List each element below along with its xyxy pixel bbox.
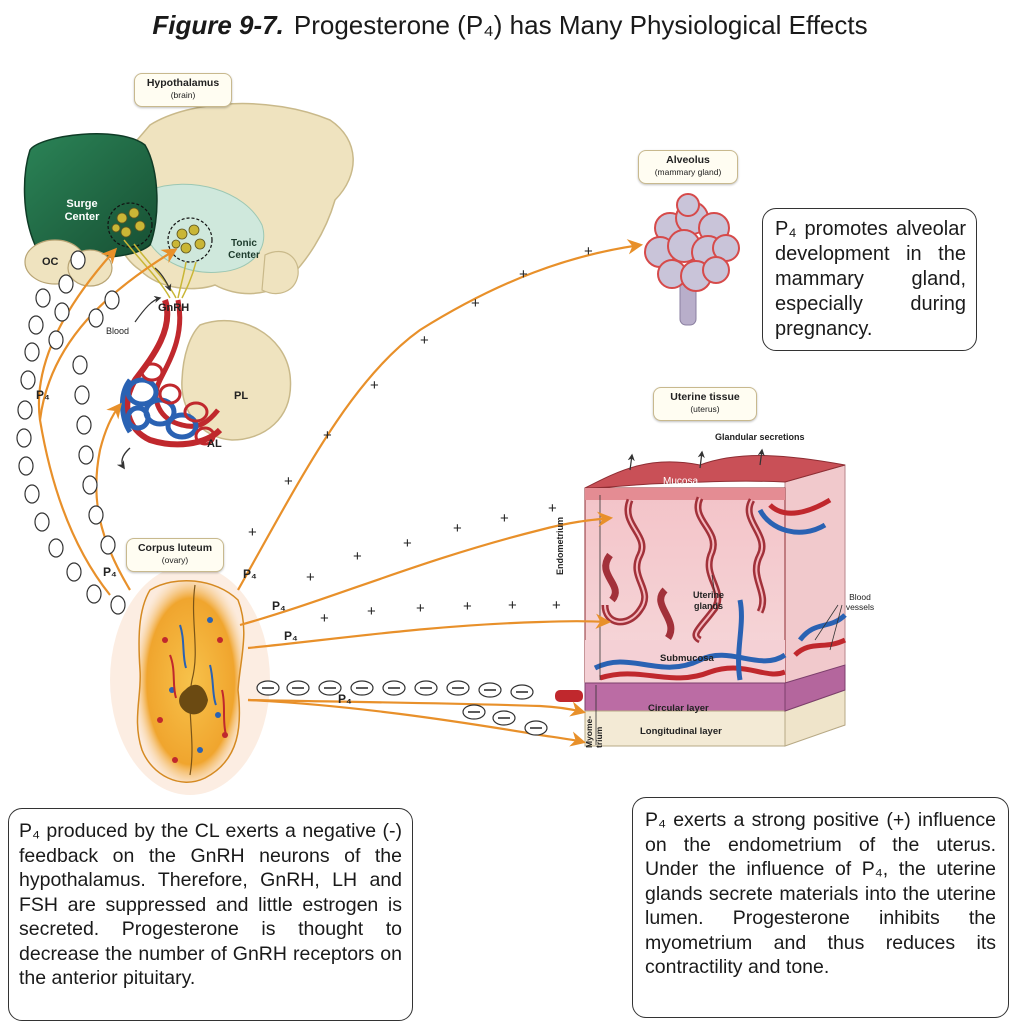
oc-label: OC [42, 256, 59, 268]
blood-vessels-label: Blood vessels [845, 592, 875, 612]
uterine-tissue-illustration [555, 448, 847, 747]
tag-name: Hypothalamus [146, 77, 220, 89]
plus-sign: + [500, 510, 509, 527]
corpus-luteum-illustration [110, 565, 270, 795]
corpus-luteum-tag: Corpus luteum (ovary) [126, 538, 224, 572]
plus-sign: + [353, 548, 362, 565]
p4-label: P₄ [243, 567, 257, 581]
plus-sign: + [453, 520, 462, 537]
gnrh-label: GnRH [158, 302, 190, 314]
mucosa-label: Mucosa [663, 476, 699, 487]
feedback-callout: P₄ produced by the CL exerts a negative … [8, 808, 413, 1021]
minus-bars [262, 687, 542, 729]
plus-sign: + [306, 569, 315, 586]
tag-name: Alveolus [666, 154, 710, 166]
plus-sign: + [552, 597, 561, 614]
hypothalamus-tag: Hypothalamus (brain) [134, 73, 232, 107]
plus-sign: + [420, 332, 429, 349]
surge-center-label: Surge Center [64, 198, 100, 223]
minus-markers [16, 250, 548, 736]
hypothalamus-illustration [23, 102, 354, 470]
glandular-secretions-label: Glandular secretions [715, 432, 805, 442]
tag-name: Corpus luteum [137, 542, 213, 554]
p4-label: P₄ [103, 565, 117, 579]
tag-name: Uterine tissue [670, 391, 740, 403]
plus-sign: + [320, 610, 329, 627]
uterine-tissue-tag: Uterine tissue (uterus) [653, 387, 757, 421]
plus-sign: + [519, 266, 528, 283]
plus-sign: + [403, 535, 412, 552]
tag-sub: (brain) [170, 90, 196, 100]
p4-label: P₄ [36, 388, 50, 402]
p4-label: P₄ [272, 599, 286, 613]
plus-sign: + [584, 243, 593, 260]
plus-sign: + [248, 524, 257, 541]
alveolus-callout: P₄ promotes alveolar development in the … [762, 208, 977, 351]
plus-sign: + [367, 603, 376, 620]
uterine-glands-label: Uterine glands [692, 590, 724, 611]
plus-sign: + [463, 598, 472, 615]
p4-label: P₄ [338, 692, 352, 706]
plus-sign: + [284, 473, 293, 490]
myometrium-label: Myome-trium [584, 715, 604, 748]
plus-sign: + [370, 377, 379, 394]
al-label: AL [207, 438, 222, 450]
plus-sign: + [471, 295, 480, 312]
p4-labels: P₄ P₄ P₄ P₄ P₄ P₄ [36, 388, 352, 706]
tag-sub: (uterus) [690, 404, 720, 414]
blood-label: Blood [106, 326, 130, 336]
plus-signs: + + + + + + + + + + + + + + + + + + + + [248, 243, 593, 627]
longitudinal-layer-label: Longitudinal layer [640, 726, 722, 737]
figure-title-text: Progesterone (P₄) has Many Physiological… [293, 10, 868, 40]
endometrium-callout: P₄ exerts a strong positive (+) influenc… [632, 797, 1009, 1018]
circular-layer-label: Circular layer [648, 703, 709, 714]
plus-sign: + [508, 597, 517, 614]
endometrium-label: Endometrium [555, 516, 565, 575]
alveolus-tag: Alveolus (mammary gland) [638, 150, 738, 184]
plus-sign: + [548, 500, 557, 517]
tag-sub: (ovary) [161, 555, 189, 565]
submucosa-label: Submucosa [660, 653, 714, 664]
figure-title: Figure 9-7. Progesterone (P₄) has Many Ph… [0, 10, 1020, 41]
plus-sign: + [416, 600, 425, 617]
plus-sign: + [323, 427, 332, 444]
p4-label: P₄ [284, 629, 298, 643]
tonic-center-label: Tonic Center [228, 238, 260, 261]
alveolus-illustration [644, 193, 740, 326]
hormone-arrows [37, 239, 644, 747]
tag-sub: (mammary gland) [654, 167, 722, 177]
pl-label: PL [234, 390, 249, 402]
figure-label: Figure 9-7. [152, 10, 284, 40]
